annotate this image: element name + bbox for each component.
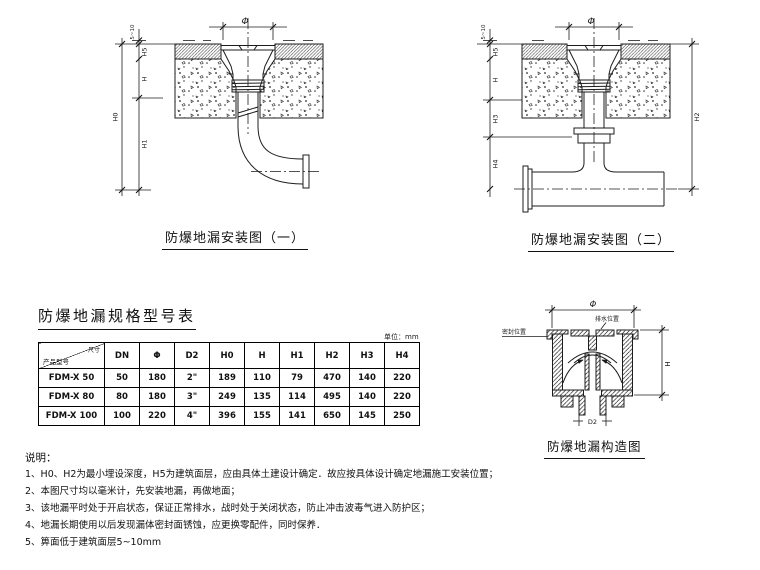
diag2-floor-slab <box>521 43 671 119</box>
diag2-dim-h4: H4 <box>492 159 500 168</box>
table-header-row: 尺寸 产品型号 DN Φ D2 H0 H H1 H2 H3 H4 <box>38 342 420 369</box>
model-cell: FDM-X 80 <box>38 387 105 407</box>
diag2-drain-body <box>522 45 665 213</box>
col-header-h: H <box>244 342 280 369</box>
structure-diagram: Φ 密封位置 排水位置 <box>502 300 672 426</box>
model-cell: FDM-X 50 <box>38 368 105 388</box>
diag2-dim-h5: H5 <box>492 47 500 56</box>
table-row: FDM-X 100 100 220 4" 396 155 141 650 145… <box>38 406 420 426</box>
diag2-right-dimension <box>670 38 699 196</box>
diag1-dim-h5: H5 <box>141 47 149 56</box>
drain-leader-line <box>600 322 607 330</box>
spec-table-title: 防爆地漏规格型号表 <box>38 305 196 330</box>
installation-diagram-2: Φ <box>477 17 701 213</box>
diag2-dim-phi: Φ <box>587 17 594 27</box>
structure-title: 防爆地漏构造图 <box>544 436 645 459</box>
table-corner-cell: 尺寸 产品型号 <box>38 342 105 369</box>
struct-d2-dimension <box>573 413 612 426</box>
spec-table-section: 防爆地漏规格型号表 单位：mm 尺寸 产品型号 DN Φ D2 H0 H H1 … <box>38 305 420 426</box>
note-line: 5、箅面低于建筑面层5~10mm <box>25 537 162 548</box>
col-header-h1: H1 <box>279 342 315 369</box>
note-line: 3、该地漏平时处于开启状态，保证正常排水，战时处于关闭状态，防止冲击波毒气进入防… <box>25 503 431 514</box>
col-header-h2: H2 <box>314 342 350 369</box>
col-header-dn: DN <box>104 342 140 369</box>
corner-label-top: 尺寸 <box>87 347 100 354</box>
table-row: FDM-X 80 80 180 3" 249 135 114 495 140 2… <box>38 387 420 407</box>
spec-table: 尺寸 产品型号 DN Φ D2 H0 H H1 H2 H3 H4 FDM-X 5… <box>38 342 420 426</box>
seal-position-label: 密封位置 <box>502 328 526 336</box>
diagram2-title: 防爆地漏安装图（二） <box>528 229 675 252</box>
table-row: FDM-X 50 50 180 2" 189 110 79 470 140 22… <box>38 368 420 388</box>
diag2-left-dimensions <box>483 29 572 197</box>
notes-heading: 说明： <box>25 452 57 464</box>
struct-dim-d2: D2 <box>588 418 597 426</box>
col-header-h4: H4 <box>384 342 420 369</box>
struct-phi-dimension <box>545 305 641 328</box>
diag1-drain-body <box>220 45 310 189</box>
diag1-dim-gap: 5~10 <box>130 24 136 40</box>
flow-arrows <box>562 359 623 384</box>
notes-section: 说明： 1、H0、H2为最小埋设深度，H5为建筑面层，应由具体土建设计确定．故应… <box>25 450 499 551</box>
struct-body <box>546 329 639 416</box>
diagram1-title: 防爆地漏安装图（一） <box>162 227 309 250</box>
note-line: 1、H0、H2为最小埋设深度，H5为建筑面层，应由具体土建设计确定．故应按具体设… <box>25 469 499 480</box>
drain-position-label: 排水位置 <box>595 315 619 323</box>
installation-diagram-1: Φ <box>112 17 324 196</box>
col-header-h3: H3 <box>349 342 385 369</box>
diag1-ground-lines <box>115 40 323 45</box>
diag2-dim-h2: H2 <box>693 112 701 121</box>
struct-dim-h: H <box>664 361 672 366</box>
model-cell: FDM-X 100 <box>38 406 105 426</box>
struct-dim-phi: Φ <box>590 300 597 310</box>
diag1-dim-phi: Φ <box>241 17 248 27</box>
col-header-phi: Φ <box>139 342 175 369</box>
corner-label-bottom: 产品型号 <box>43 358 69 366</box>
struct-h-dimension <box>634 325 669 401</box>
diag1-floor-slab <box>174 43 324 119</box>
note-line: 2、本图尺寸均以毫米计，先安装地漏，再做地面； <box>25 486 241 497</box>
note-line: 4、地漏长期使用以后发现漏体密封面锈蚀，应更换零配件，同时保养． <box>25 520 326 531</box>
diag2-dim-h3: H3 <box>492 114 500 123</box>
col-header-h0: H0 <box>209 342 245 369</box>
unit-note: 单位：mm <box>384 333 419 341</box>
diag2-dim-h: H <box>492 77 500 82</box>
diag1-dim-h1: H1 <box>141 139 149 148</box>
diag1-left-dimensions <box>115 29 163 196</box>
diag2-ground-lines <box>477 40 670 45</box>
diag1-dim-h: H <box>141 76 149 81</box>
col-header-d2: D2 <box>174 342 210 369</box>
diag2-dim-gap: 5~10 <box>481 24 487 40</box>
diag1-dim-h0: H0 <box>112 112 120 121</box>
